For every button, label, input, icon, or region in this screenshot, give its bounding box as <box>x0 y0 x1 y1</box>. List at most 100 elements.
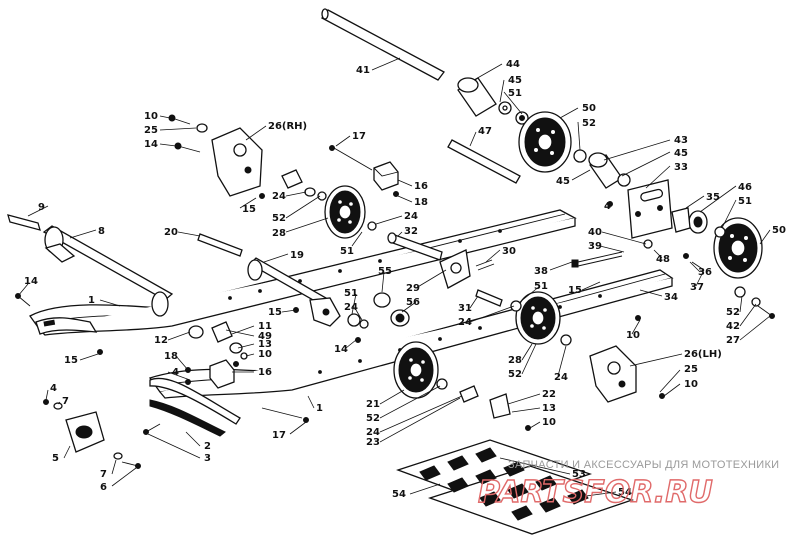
idler-wheel-21 <box>393 341 439 399</box>
callout-47: 47 <box>478 126 492 137</box>
callout-44: 44 <box>506 59 520 70</box>
fasteners <box>15 191 775 435</box>
callout-10: 10 <box>144 111 158 122</box>
callout-3: 3 <box>204 453 211 464</box>
callout-54: 54 <box>618 487 632 498</box>
callout-48: 48 <box>656 254 670 265</box>
callout-51: 51 <box>508 88 522 99</box>
callout-55: 55 <box>378 266 392 277</box>
callout-33: 33 <box>674 162 688 173</box>
callout-10: 10 <box>626 330 640 341</box>
block-16-lower <box>209 359 235 389</box>
idler-wheel-50-right <box>713 217 763 279</box>
wear-strip-right <box>149 377 241 437</box>
callout-24: 24 <box>458 317 472 328</box>
callout-37: 37 <box>690 282 704 293</box>
washer-24-center <box>560 334 572 346</box>
callout-18: 18 <box>164 351 178 362</box>
callout-10: 10 <box>542 417 556 428</box>
callout-50: 50 <box>772 225 786 236</box>
callout-25: 25 <box>144 125 158 136</box>
bolt-17-head <box>329 145 335 151</box>
washer-51-center <box>510 300 522 312</box>
callout-5: 5 <box>52 453 59 464</box>
callout-15: 15 <box>268 307 282 318</box>
rear-shaft-47 <box>447 139 521 184</box>
callout-18: 18 <box>414 197 428 208</box>
callout-14: 14 <box>24 276 38 287</box>
track-clips-53-54 <box>396 439 635 535</box>
spacer-23 <box>459 385 479 403</box>
adjust-bolt-38 <box>571 251 623 268</box>
callout-34: 34 <box>664 292 678 303</box>
callout-45: 45 <box>674 148 688 159</box>
callout-54: 54 <box>392 489 406 500</box>
callout-24: 24 <box>344 302 358 313</box>
callout-labels: 41 44 45 51 50 52 47 43 45 33 45 10 25 1… <box>24 59 786 500</box>
center-arm-19 <box>247 257 341 327</box>
callout-51: 51 <box>738 196 752 207</box>
center-shaft-20 <box>197 233 243 257</box>
callout-26-lh: 26(LH) <box>684 349 722 360</box>
callout-24: 24 <box>404 211 418 222</box>
callout-2: 2 <box>204 441 211 452</box>
spacer-43 <box>588 152 631 189</box>
callout-41: 41 <box>356 65 370 76</box>
callout-51: 51 <box>340 246 354 257</box>
callout-15: 15 <box>242 204 256 215</box>
spacer-tube-top <box>281 169 327 201</box>
callout-10: 10 <box>684 379 698 390</box>
callout-4: 4 <box>50 383 57 394</box>
callout-1: 1 <box>316 403 323 414</box>
callout-14: 14 <box>334 344 348 355</box>
adjuster-plate-33 <box>627 179 673 239</box>
spacer-44 <box>457 77 497 117</box>
washer-group-51-24 <box>347 313 369 329</box>
callout-23: 23 <box>366 437 380 448</box>
end-cap-5 <box>65 411 105 453</box>
callout-38: 38 <box>534 266 548 277</box>
idler-wheel-28-top <box>324 185 366 239</box>
callout-46: 46 <box>738 182 752 193</box>
callout-15: 15 <box>64 355 78 366</box>
callout-35: 35 <box>706 192 720 203</box>
stud-30 <box>475 259 495 271</box>
callout-24: 24 <box>272 191 286 202</box>
callout-40: 40 <box>588 227 602 238</box>
callout-39: 39 <box>588 241 602 252</box>
callout-26-rh: 26(RH) <box>268 121 307 132</box>
callout-27: 27 <box>726 335 740 346</box>
callout-4: 4 <box>604 201 611 212</box>
bolt-17-top <box>333 147 373 171</box>
washer-24 <box>367 221 377 231</box>
callout-50: 50 <box>582 103 596 114</box>
callout-52: 52 <box>582 118 596 129</box>
bearing-45 <box>498 101 529 125</box>
callout-51: 51 <box>534 281 548 292</box>
callout-16: 16 <box>414 181 428 192</box>
callout-11: 11 <box>258 321 272 332</box>
callout-52: 52 <box>726 307 740 318</box>
block-22 <box>489 393 511 419</box>
bolt-group-lower-left <box>43 399 141 469</box>
block-16-top <box>373 161 399 191</box>
callout-52: 52 <box>366 413 380 424</box>
callout-42: 42 <box>726 321 740 332</box>
callout-9: 9 <box>38 202 45 213</box>
spring-56 <box>390 309 410 327</box>
callout-19: 19 <box>290 250 304 261</box>
leader-lines <box>17 57 771 497</box>
callout-45: 45 <box>508 75 522 86</box>
callout-8: 8 <box>98 226 105 237</box>
adjuster-35 <box>671 207 691 233</box>
callout-45: 45 <box>556 176 570 187</box>
spacer-group-11 <box>188 321 243 354</box>
callout-28: 28 <box>508 355 522 366</box>
callout-1: 1 <box>88 295 95 306</box>
idler-wheel-28-center <box>515 291 561 345</box>
shaft-31 <box>475 289 503 307</box>
washer-52 <box>573 149 587 163</box>
front-arm-shaft <box>7 214 174 317</box>
callout-24: 24 <box>554 372 568 383</box>
bracket-26-rh <box>211 127 263 197</box>
